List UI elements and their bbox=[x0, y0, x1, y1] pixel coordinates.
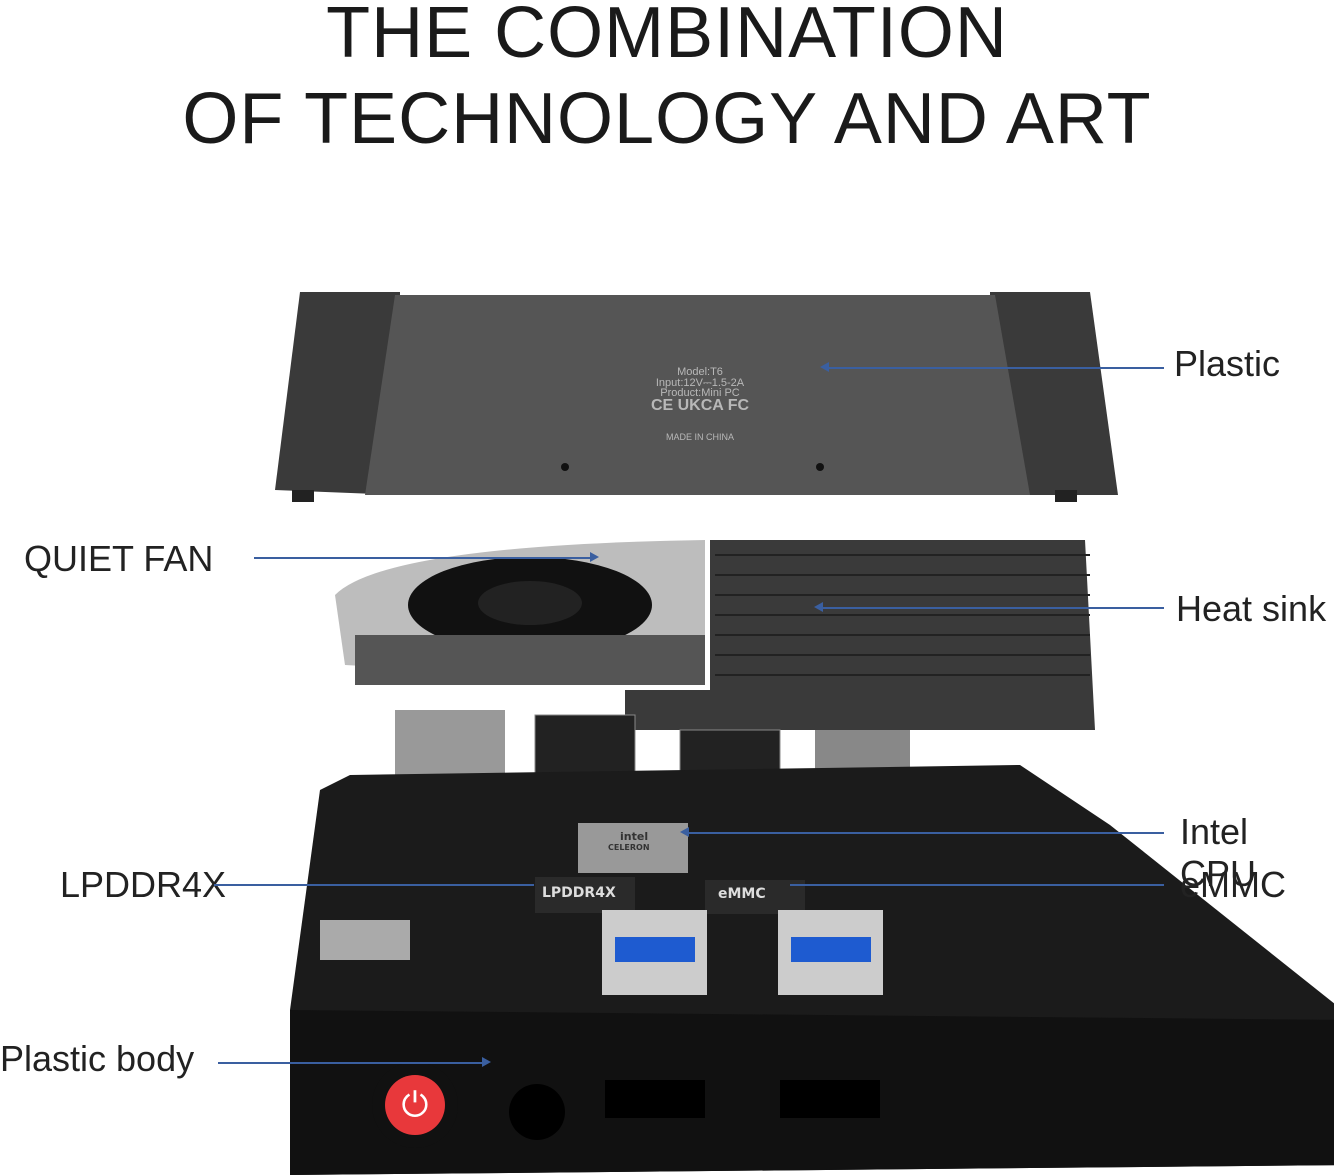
plate-input-text: Input:12V⎓1.5-2A bbox=[655, 377, 745, 389]
arrow-icon bbox=[482, 1057, 491, 1067]
label-intel-cpu: Intel CPU bbox=[1180, 811, 1257, 894]
label-plastic: Plastic bbox=[1174, 343, 1281, 384]
plate-product-text: Product:Mini PC bbox=[660, 387, 740, 399]
plate-origin-text: MADE IN CHINA bbox=[665, 432, 734, 442]
plate-model-text: Model:T6 bbox=[677, 366, 723, 378]
arrow-icon bbox=[680, 827, 689, 837]
label-heat-sink: Heat sink bbox=[1176, 588, 1327, 629]
arrow-icon bbox=[820, 362, 829, 372]
headline-line-2: OF TECHNOLOGY AND ART bbox=[182, 79, 1152, 159]
arrow-icon bbox=[590, 552, 599, 562]
bottom-plate-illustration bbox=[275, 292, 1118, 502]
arrow-icon bbox=[814, 602, 823, 612]
leader-plastic-body bbox=[218, 1062, 482, 1064]
label-lpddr4x: LPDDR4X bbox=[60, 864, 227, 905]
leader-intel-cpu bbox=[688, 832, 1164, 834]
label-plastic-body: Plastic body bbox=[0, 1038, 195, 1079]
label-quiet-fan: QUIET FAN bbox=[24, 538, 214, 579]
leader-heat-sink bbox=[822, 607, 1164, 609]
cpu-model-text: CELERON bbox=[608, 843, 650, 852]
mainboard-body-illustration bbox=[290, 710, 1334, 1175]
power-icon: ⏻ bbox=[385, 1075, 445, 1135]
leader-plastic bbox=[828, 367, 1164, 369]
leader-emmc bbox=[790, 884, 1164, 886]
leader-quiet-fan bbox=[254, 557, 590, 559]
ram-chip-text: LPDDR4X bbox=[542, 885, 616, 901]
power-button[interactable]: ⏻ bbox=[372, 1062, 458, 1148]
leader-lpddr4x bbox=[214, 884, 534, 886]
cpu-brand-text: intel bbox=[620, 830, 649, 843]
emmc-chip-text: eMMC bbox=[718, 886, 766, 902]
headline-line-1: THE COMBINATION bbox=[326, 0, 1008, 73]
fan-heatsink-illustration bbox=[335, 540, 1095, 730]
label-emmc: eMMC bbox=[1180, 864, 1286, 905]
plate-certs-text: CE UKCA FC bbox=[650, 397, 750, 414]
